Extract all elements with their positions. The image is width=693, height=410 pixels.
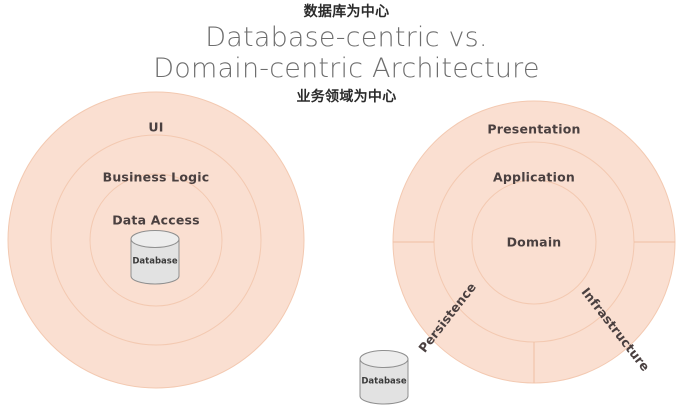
chinese-note-database-centric: 数据库为中心 bbox=[303, 4, 390, 20]
database-label-bottom: Database bbox=[361, 377, 406, 387]
database-label-left: Database bbox=[132, 257, 177, 267]
left-circle-diagram: UI Business Logic Data Access Database bbox=[7, 91, 305, 389]
database-cylinder-bottom[interactable]: Database bbox=[359, 350, 409, 405]
ring-label-application: Application bbox=[493, 170, 575, 185]
page-title-line-1: Database-centric vs. bbox=[205, 22, 488, 53]
right-circle-diagram: Presentation Application Domain Persiste… bbox=[359, 100, 676, 405]
ring-label-ui: UI bbox=[148, 120, 163, 135]
page-title-line-2: Domain-centric Architecture bbox=[153, 53, 540, 84]
ring-label-data-access: Data Access bbox=[112, 213, 200, 228]
ring-label-business-logic: Business Logic bbox=[103, 170, 210, 185]
title-block: 数据库为中心 Database-centric vs. Domain-centr… bbox=[0, 0, 693, 107]
ring-label-presentation: Presentation bbox=[487, 122, 580, 137]
ring-domain[interactable] bbox=[471, 179, 597, 305]
ring-label-domain: Domain bbox=[507, 235, 562, 250]
chinese-note-domain-centric: 业务领域为中心 bbox=[296, 89, 397, 105]
database-cylinder-left[interactable]: Database bbox=[130, 230, 180, 285]
